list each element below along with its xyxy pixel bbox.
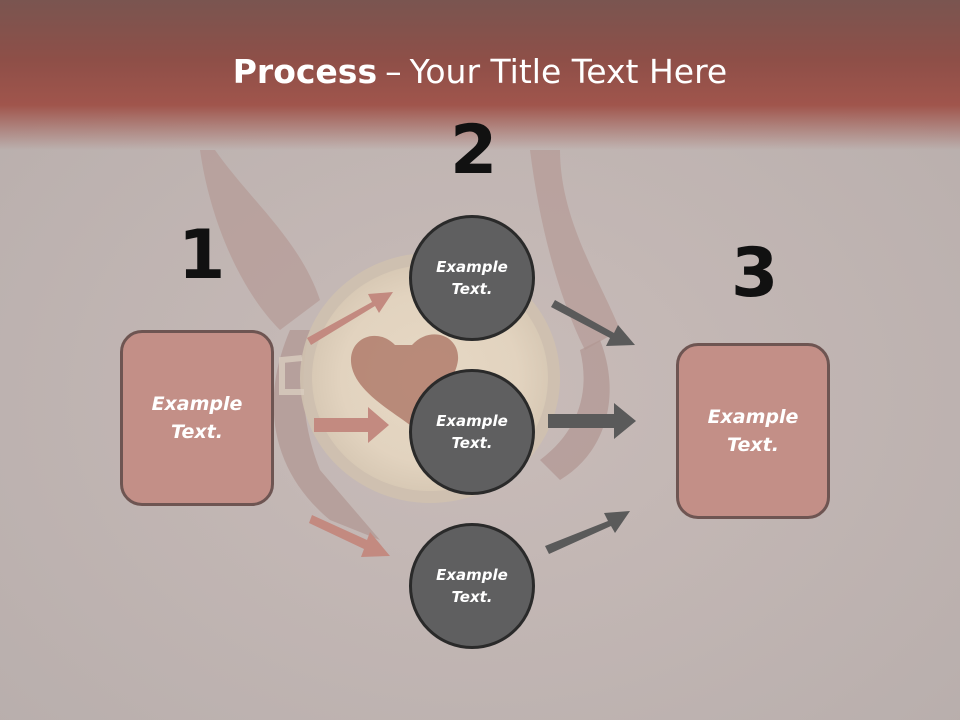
process-box-left-label: Example Text. — [151, 392, 243, 444]
title-separator: – — [385, 52, 402, 91]
process-box-right-label: Example Text. — [707, 405, 799, 457]
step-number-2: 2 — [450, 111, 498, 190]
process-box-right: Example Text. — [676, 343, 830, 519]
process-circle-top-label: Example Text. — [436, 257, 508, 299]
title-bar — [0, 0, 960, 150]
arrow-top-to-right — [551, 300, 635, 346]
arrow-left-to-top — [307, 292, 393, 345]
process-box-left: Example Text. — [120, 330, 274, 506]
step-number-3: 3 — [731, 234, 779, 313]
title-bold: Process — [232, 52, 378, 91]
process-circle-top: Example Text. — [409, 215, 535, 341]
title-subtext: Your Title Text Here — [409, 52, 728, 91]
arrow-left-to-bottom — [309, 515, 390, 557]
process-circle-bottom-label: Example Text. — [436, 565, 508, 607]
process-circle-middle: Example Text. — [409, 369, 535, 495]
arrow-left-to-middle — [314, 407, 389, 443]
process-circle-middle-label: Example Text. — [436, 411, 508, 453]
page-title: Process–Your Title Text Here — [0, 52, 960, 91]
process-circle-bottom: Example Text. — [409, 523, 535, 649]
step-number-1: 1 — [178, 216, 226, 295]
arrow-middle-to-right — [548, 403, 636, 439]
arrow-bottom-to-right — [545, 511, 630, 554]
